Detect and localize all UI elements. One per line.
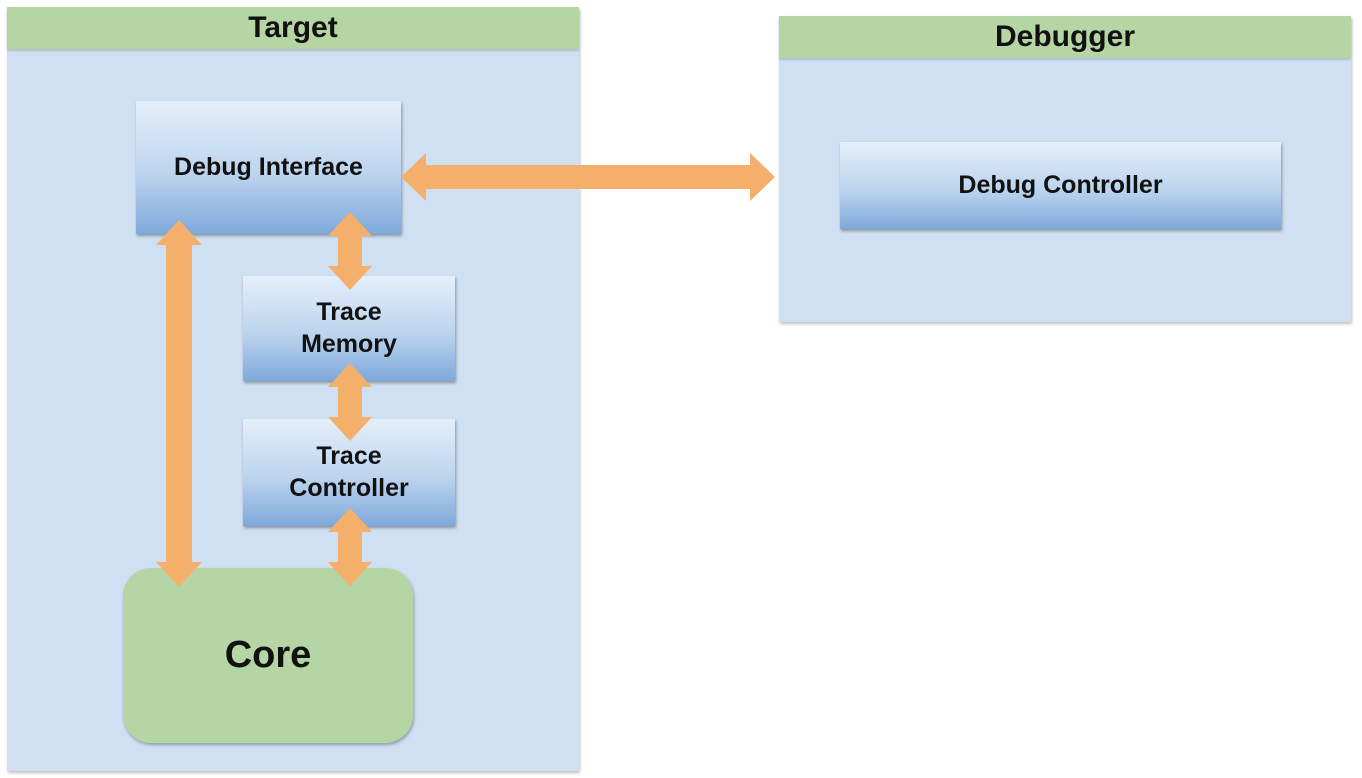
- debug-interface-block: Debug Interface: [136, 101, 401, 234]
- core-block: Core: [123, 568, 413, 743]
- trace-memory-label-line1: Trace: [316, 298, 382, 327]
- debug-controller-block: Debug Controller: [840, 142, 1281, 229]
- core-label: Core: [224, 634, 312, 676]
- debug-controller-label: Debug Controller: [958, 170, 1163, 199]
- debugger-panel-title: Debugger: [779, 16, 1351, 58]
- target-panel-title: Target: [7, 7, 579, 49]
- trace-controller-label-line1: Trace: [316, 442, 382, 471]
- trace-memory-block: Trace Memory: [243, 276, 455, 381]
- trace-controller-label-line2: Controller: [289, 473, 409, 502]
- trace-controller-block: Trace Controller: [243, 419, 455, 526]
- trace-memory-label-line2: Memory: [301, 329, 397, 358]
- debug-interface-label: Debug Interface: [174, 152, 363, 181]
